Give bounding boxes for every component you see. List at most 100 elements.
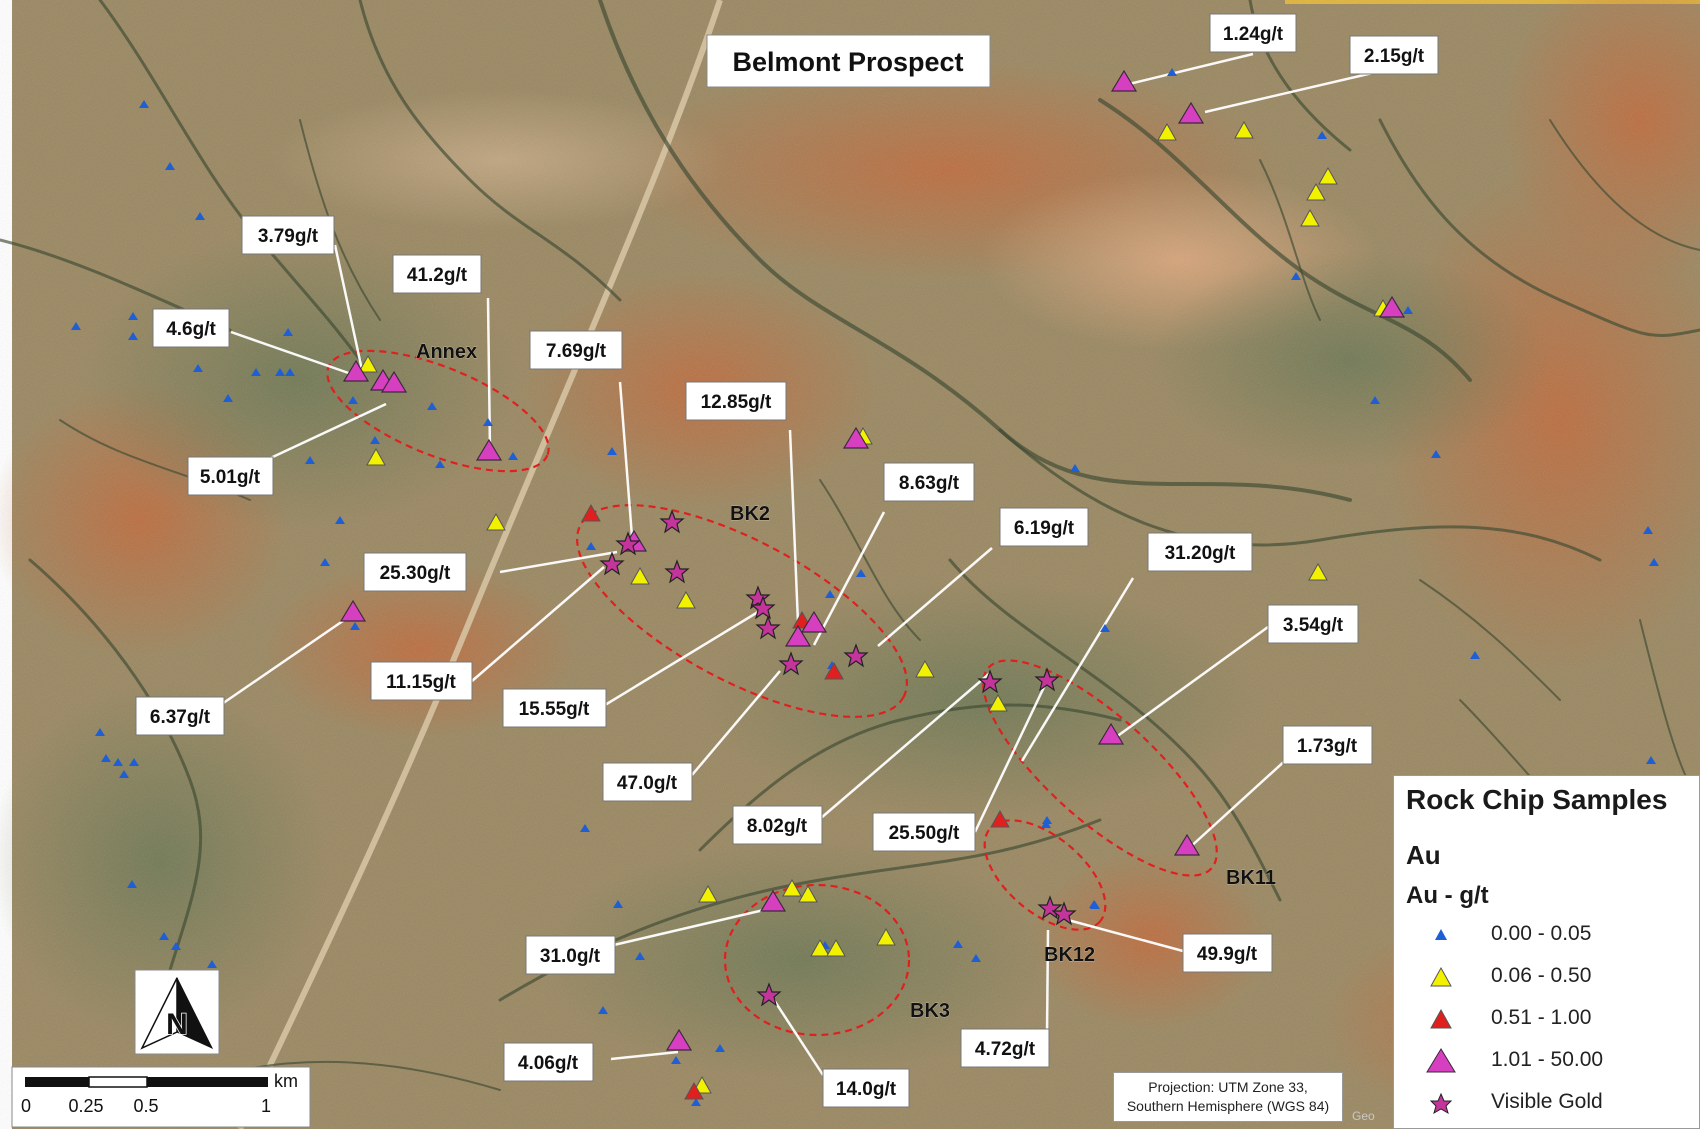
zone-label-annex: Annex bbox=[416, 341, 477, 363]
grade-callout: 2.15g/t bbox=[1349, 35, 1439, 75]
north-arrow-letter: N bbox=[166, 1008, 188, 1041]
grade-callout-label: 31.20g/t bbox=[1165, 543, 1236, 564]
grade-callout-label: 31.0g/t bbox=[540, 946, 601, 967]
grade-callout: 6.19g/t bbox=[999, 507, 1089, 547]
scale-tick: 1 bbox=[261, 1096, 271, 1116]
grade-callout-label: 4.6g/t bbox=[166, 319, 216, 340]
grade-callout-label: 4.72g/t bbox=[975, 1039, 1036, 1060]
scale-unit: km bbox=[274, 1071, 298, 1091]
legend-item-label: 0.51 - 1.00 bbox=[1491, 1006, 1592, 1029]
north-arrow: N bbox=[134, 969, 220, 1055]
triangle-icon bbox=[1430, 966, 1452, 987]
grade-callout-label: 3.54g/t bbox=[1283, 615, 1344, 636]
star-icon bbox=[1429, 1092, 1453, 1115]
grade-callout-label: 8.63g/t bbox=[899, 473, 960, 494]
grade-callout-label: 6.19g/t bbox=[1014, 518, 1075, 539]
grade-callout-label: 7.69g/t bbox=[546, 341, 607, 362]
zone-label-bk2: BK2 bbox=[730, 503, 770, 525]
grade-callout-label: 12.85g/t bbox=[701, 392, 772, 413]
grade-callout: 7.69g/t bbox=[529, 330, 623, 370]
grade-callout-label: 1.73g/t bbox=[1297, 736, 1358, 757]
grade-callout: 4.6g/t bbox=[152, 308, 230, 348]
scale-bar: km 0 0.25 0.5 1 bbox=[11, 1066, 311, 1128]
small-triangle-icon bbox=[1435, 929, 1447, 940]
grade-callout: 31.20g/t bbox=[1147, 532, 1253, 572]
grade-callout: 47.0g/t bbox=[602, 762, 693, 802]
legend-item-label: Visible Gold bbox=[1491, 1090, 1603, 1113]
legend-item: 0.06 - 0.50 bbox=[1406, 961, 1696, 995]
triangle-icon bbox=[1430, 1008, 1452, 1029]
grade-callout-label: 8.02g/t bbox=[747, 816, 808, 837]
track-road bbox=[237, 0, 723, 1129]
grade-callout: 25.50g/t bbox=[872, 812, 976, 852]
legend-item-label: 1.01 - 50.00 bbox=[1491, 1048, 1604, 1071]
grade-callout-label: 11.15g/t bbox=[386, 672, 456, 693]
grade-callout-label: 41.2g/t bbox=[407, 265, 468, 286]
projection-note: Projection: UTM Zone 33, Southern Hemisp… bbox=[1113, 1072, 1343, 1122]
legend-item: 1.01 - 50.00 bbox=[1406, 1045, 1696, 1079]
scale-tick: 0.5 bbox=[133, 1096, 158, 1116]
legend-item: 0.00 - 0.05 bbox=[1406, 919, 1696, 953]
grade-callout: 6.37g/t bbox=[135, 696, 225, 736]
grade-callout-label: 25.30g/t bbox=[380, 563, 451, 584]
grade-callout-label: 47.0g/t bbox=[617, 773, 678, 794]
grade-callout: 3.79g/t bbox=[241, 215, 335, 255]
grade-callout-label: 49.9g/t bbox=[1197, 944, 1258, 965]
zone-outline-bk12 bbox=[983, 819, 1107, 931]
grade-callout: 5.01g/t bbox=[187, 456, 274, 496]
map-title: Belmont Prospect bbox=[706, 34, 991, 88]
grade-callout: 1.73g/t bbox=[1282, 725, 1373, 765]
scale-tick: 0 bbox=[21, 1096, 31, 1116]
legend-title: Rock Chip Samples bbox=[1406, 784, 1668, 815]
legend-item: 0.51 - 1.00 bbox=[1406, 1003, 1696, 1037]
legend-item-label: 0.06 - 0.50 bbox=[1491, 964, 1592, 987]
zone-label-bk11: BK11 bbox=[1226, 867, 1276, 889]
grade-callout-label: 5.01g/t bbox=[200, 467, 261, 488]
grade-callout: 11.15g/t bbox=[370, 661, 473, 701]
grade-callout: 25.30g/t bbox=[363, 552, 467, 592]
grade-callout: 31.0g/t bbox=[525, 935, 616, 975]
zone-outline-bk11 bbox=[982, 659, 1218, 877]
legend-panel: Rock Chip Samples Au Au - g/t 0.00 - 0.0… bbox=[1393, 775, 1700, 1129]
grade-callout: 12.85g/t bbox=[685, 381, 787, 421]
projection-line-1: Projection: UTM Zone 33, bbox=[1148, 1079, 1308, 1095]
zone-outline-bk2 bbox=[576, 504, 908, 718]
legend-unit: Au - g/t bbox=[1406, 882, 1489, 909]
grade-callout-label: 1.24g/t bbox=[1223, 24, 1284, 45]
legend-item-label: 0.00 - 0.05 bbox=[1491, 922, 1592, 945]
legend-element: Au bbox=[1406, 840, 1441, 870]
anomaly-zones bbox=[326, 349, 1218, 1037]
grade-callout: 15.55g/t bbox=[502, 688, 607, 728]
zone-outline-bk3 bbox=[723, 883, 911, 1037]
zone-labels: Annex BK2 BK11 BK12 BK3 bbox=[416, 341, 1277, 1023]
grade-callout: 4.72g/t bbox=[960, 1028, 1050, 1068]
grade-callout-label: 15.55g/t bbox=[519, 699, 590, 720]
legend-item: Visible Gold bbox=[1406, 1087, 1696, 1121]
grade-callout: 8.02g/t bbox=[732, 805, 823, 845]
grade-callout-label: 14.0g/t bbox=[836, 1079, 897, 1100]
large-triangle-icon bbox=[1426, 1048, 1456, 1073]
map-title-text: Belmont Prospect bbox=[732, 47, 963, 77]
grade-callout: 49.9g/t bbox=[1182, 933, 1273, 973]
grade-callouts: 1.24g/t 2.15g/t 3.79g/t 41.2g/t 4.6g/t 7… bbox=[135, 13, 1439, 1108]
callout-leaders bbox=[218, 52, 1395, 1076]
grade-callout-label: 25.50g/t bbox=[889, 823, 960, 844]
grade-callout-label: 2.15g/t bbox=[1364, 46, 1425, 67]
grade-callout: 8.63g/t bbox=[883, 462, 975, 502]
grade-callout: 4.06g/t bbox=[503, 1042, 594, 1082]
projection-line-2: Southern Hemisphere (WGS 84) bbox=[1126, 1098, 1330, 1114]
zone-label-bk3: BK3 bbox=[910, 1000, 950, 1022]
imagery-attribution: Geo bbox=[1352, 1109, 1375, 1123]
samples-visible-gold bbox=[599, 509, 1077, 1007]
zone-label-bk12: BK12 bbox=[1044, 944, 1095, 966]
samples-0-05 bbox=[71, 68, 1659, 1106]
grade-callout-label: 3.79g/t bbox=[258, 226, 319, 247]
grade-callout: 14.0g/t bbox=[822, 1068, 910, 1108]
grade-callout: 1.24g/t bbox=[1209, 13, 1297, 53]
grade-callout: 3.54g/t bbox=[1267, 604, 1359, 644]
grade-callout-label: 4.06g/t bbox=[518, 1053, 579, 1074]
grade-callout: 41.2g/t bbox=[392, 254, 482, 294]
scale-tick: 0.25 bbox=[68, 1096, 103, 1116]
